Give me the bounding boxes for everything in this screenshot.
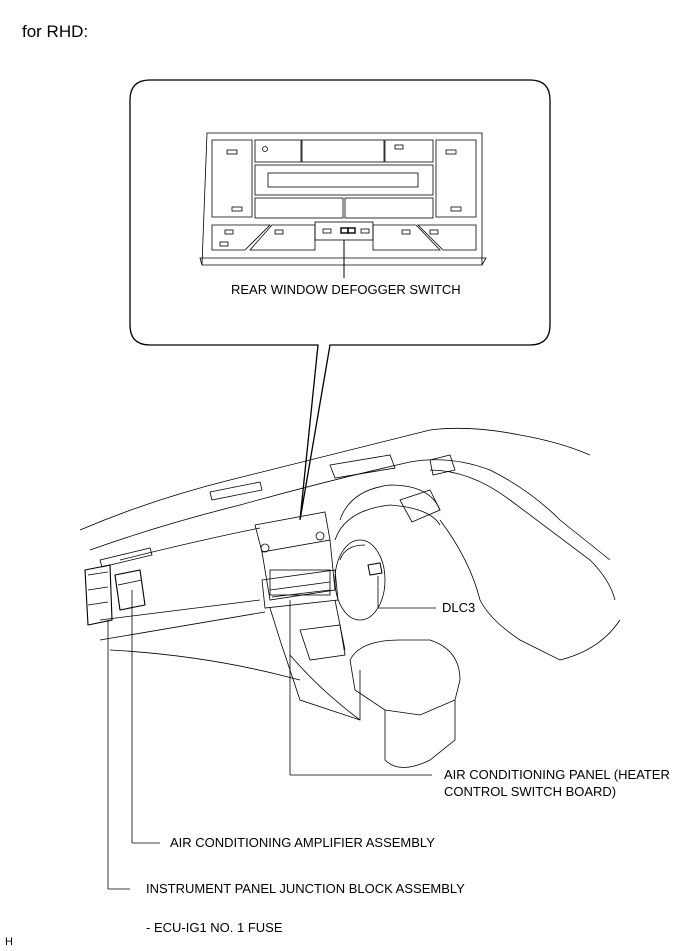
control-panel-detail	[199, 132, 487, 278]
rear-defogger-switch-label: REAR WINDOW DEFOGGER SWITCH	[231, 282, 461, 297]
dashboard-overview	[79, 427, 621, 890]
ac-panel-label-line1: AIR CONDITIONING PANEL (HEATER	[444, 767, 670, 782]
ac-panel-label-line2: CONTROL SWITCH BOARD)	[444, 784, 617, 799]
corner-mark: H	[5, 936, 13, 948]
dlc3-label: DLC3	[442, 600, 476, 615]
diagram-heading: for RHD:	[22, 22, 89, 41]
detail-callout-bubble	[129, 79, 551, 521]
ac-amplifier-label: AIR CONDITIONING AMPLIFIER ASSEMBLY	[170, 835, 435, 850]
junction-block-label: INSTRUMENT PANEL JUNCTION BLOCK ASSEMBLY	[146, 881, 465, 896]
ecu-fuse-label: - ECU-IG1 NO. 1 FUSE	[146, 920, 283, 935]
